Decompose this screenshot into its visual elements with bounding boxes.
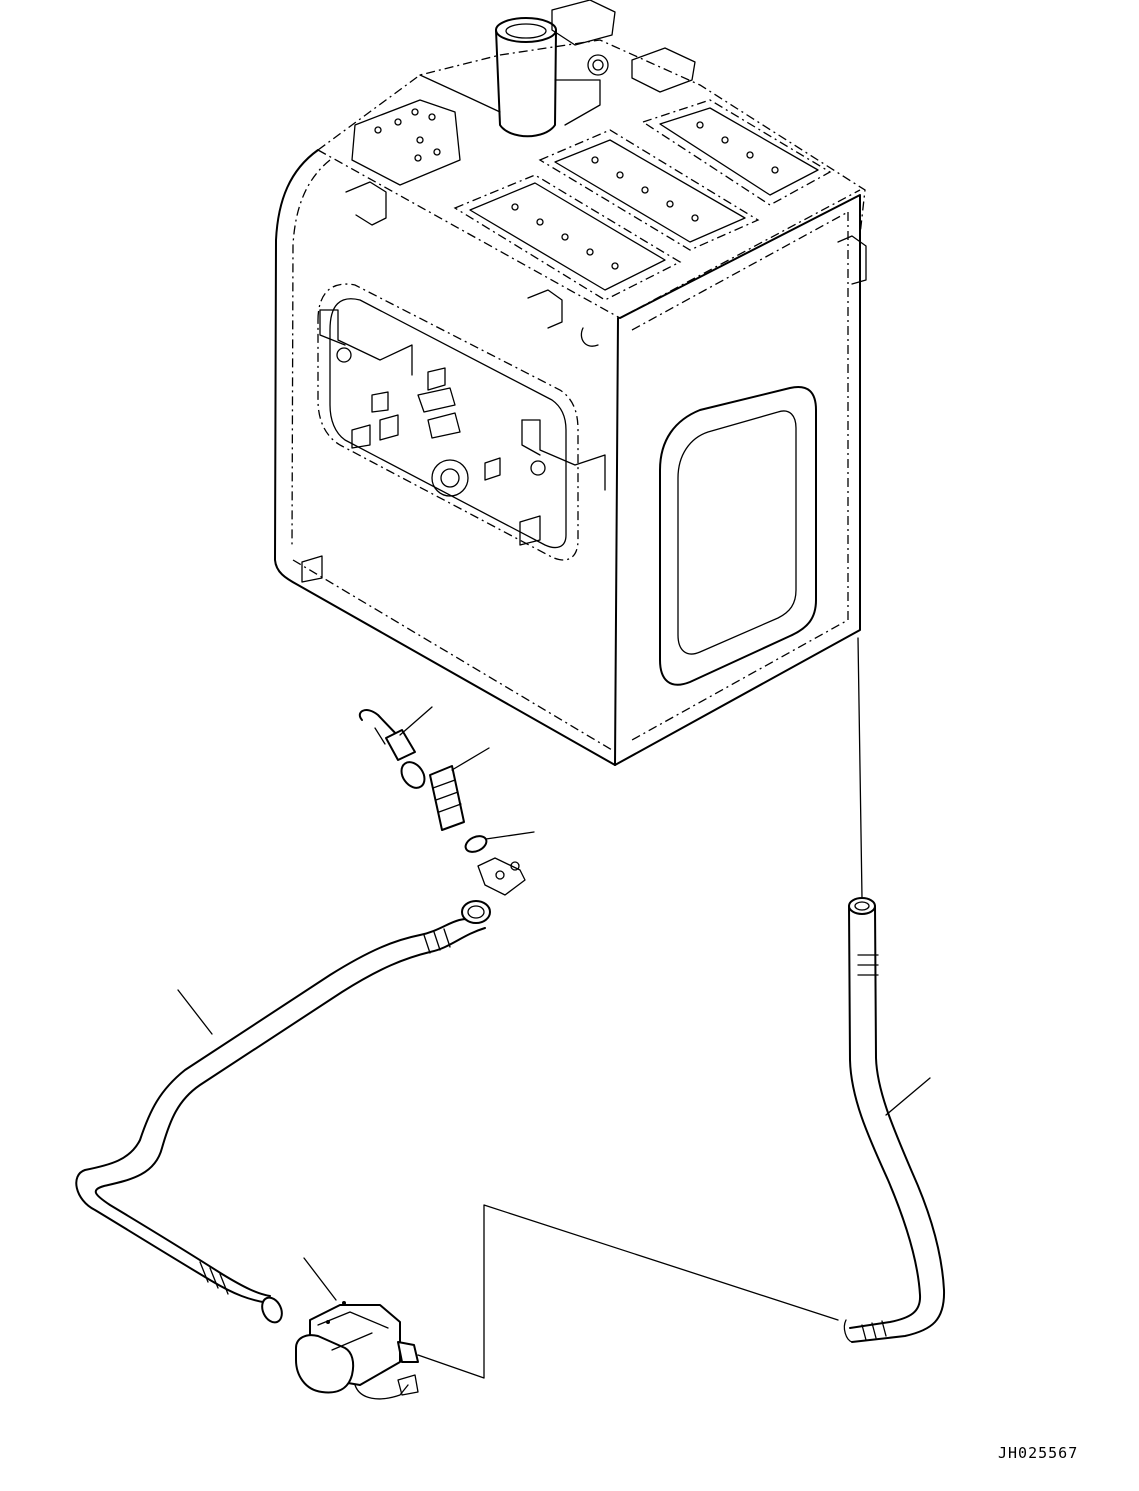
drain-hose-right [843,897,946,1343]
drain-plug-group [358,706,535,896]
connection-line [417,637,863,1379]
drain-hose-left [75,900,491,1324]
tank-body [274,0,867,766]
drain-valve [295,1257,419,1400]
drawing-code: JH025567 [998,1444,1079,1462]
